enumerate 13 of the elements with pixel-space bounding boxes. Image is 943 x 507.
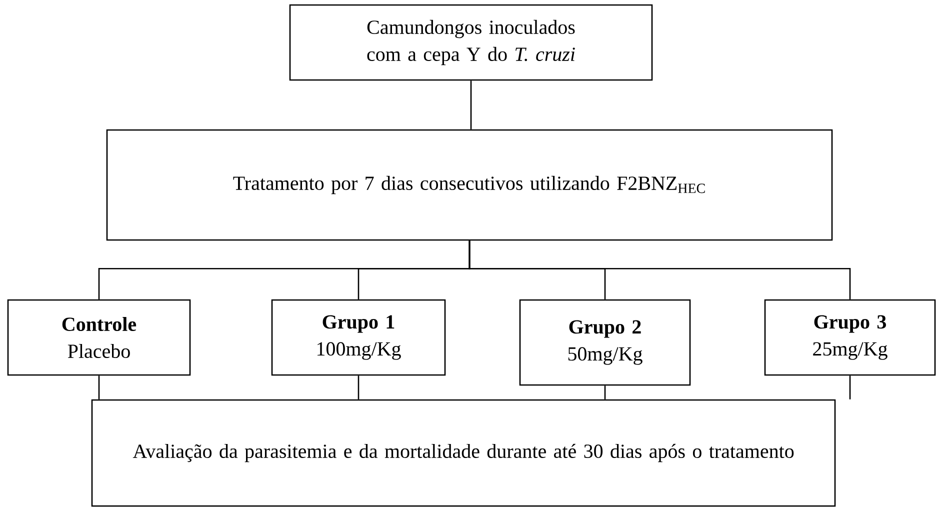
connector-line bbox=[468, 240, 851, 300]
connector-line bbox=[98, 376, 100, 400]
group-box: Grupo 3 25mg/Kg bbox=[764, 299, 936, 376]
group-box: Grupo 1 100mg/Kg bbox=[271, 299, 446, 376]
process-box: Camundongos inoculados com a cepa Y do T. cruzi bbox=[289, 4, 653, 81]
process-box: Avaliação da parasitemia e da mortalidade durante até 30 dias após o tratamento bbox=[91, 399, 836, 507]
connector-line bbox=[358, 376, 360, 400]
group-box: Controle Placebo bbox=[7, 299, 191, 376]
connector-line bbox=[470, 80, 472, 130]
process-box: Tratamento por 7 dias consecutivos utilizando F2BNZ$_{HEC}$ bbox=[106, 129, 833, 241]
connector-line bbox=[849, 376, 851, 400]
connector-line bbox=[604, 386, 606, 400]
group-box: Grupo 2 50mg/Kg bbox=[519, 299, 691, 386]
